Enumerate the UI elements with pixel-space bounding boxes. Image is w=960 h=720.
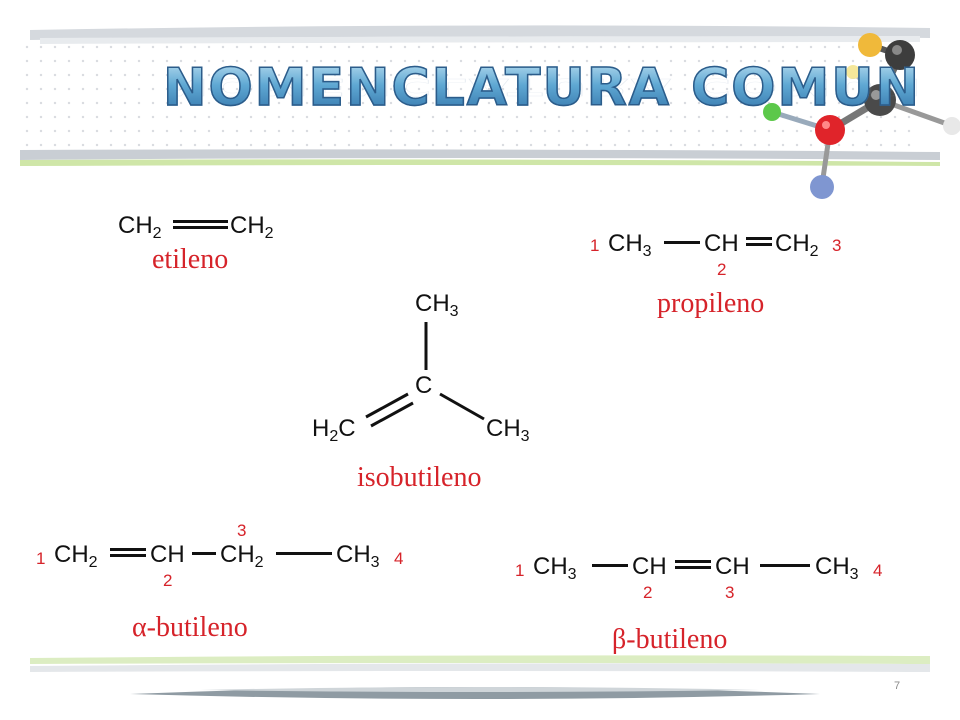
single-bond [276,552,332,555]
alpha-group-2: CH [150,541,185,568]
propylene-group-3: CH2 [775,230,819,260]
carbon-number-4: 4 [394,549,404,568]
carbon-number-3: 3 [237,521,247,540]
dot-grid-background [20,40,920,155]
propylene-group-1: CH3 [608,230,652,260]
carbon-number-3: 3 [725,583,735,602]
propylene-group-2: CH [704,230,739,257]
beta-butileno-label: β-butileno [612,624,728,655]
alpha-group-3: CH2 [220,541,264,571]
isobutylene-central-carbon: C [415,372,433,399]
top-band-shadow [40,36,920,44]
beta-group-4: CH3 [815,553,859,583]
single-bond [592,564,628,567]
molecule-model-icon [763,33,960,199]
alpha-butileno-label: α-butileno [132,612,248,643]
isobutylene-right-methyl: CH3 [486,415,530,445]
footer-band-gray [30,663,930,672]
double-bond [746,237,772,246]
beta-group-3: CH [715,553,750,580]
carbon-number-2: 2 [717,260,727,279]
single-bond [664,241,700,244]
slide-title: NOMENCLATURA COMUN [162,57,921,119]
ethylene-left-group: CH2 [118,212,162,242]
footer-band-green [30,655,930,664]
isobutileno-label: isobutileno [357,462,482,493]
beta-group-1: CH3 [533,553,577,583]
footer-swoosh-light [200,687,760,692]
isobutylene-top-methyl: CH3 [415,290,459,320]
carbon-number-1: 1 [36,549,46,568]
carbon-number-1: 1 [590,236,600,255]
alpha-group-4: CH3 [336,541,380,571]
carbon-number-1: 1 [515,561,525,580]
double-bond [675,560,711,569]
header-underline-gray [20,149,940,160]
double-bond [110,548,146,557]
header-underline-green [20,159,940,166]
propileno-label: propileno [657,288,765,319]
carbon-number-2: 2 [643,583,653,602]
single-bond [192,552,216,555]
page-number: 7 [894,680,901,692]
double-bond [173,220,228,229]
carbon-number-3: 3 [832,236,842,255]
carbon-number-2: 2 [163,571,173,590]
isobutylene-left-methylene: H2C [312,415,356,445]
single-bond [760,564,810,567]
alpha-group-1: CH2 [54,541,98,571]
beta-group-2: CH [632,553,667,580]
carbon-number-4: 4 [873,561,883,580]
ethylene-right-group: CH2 [230,212,274,242]
etileno-label: etileno [152,244,229,275]
